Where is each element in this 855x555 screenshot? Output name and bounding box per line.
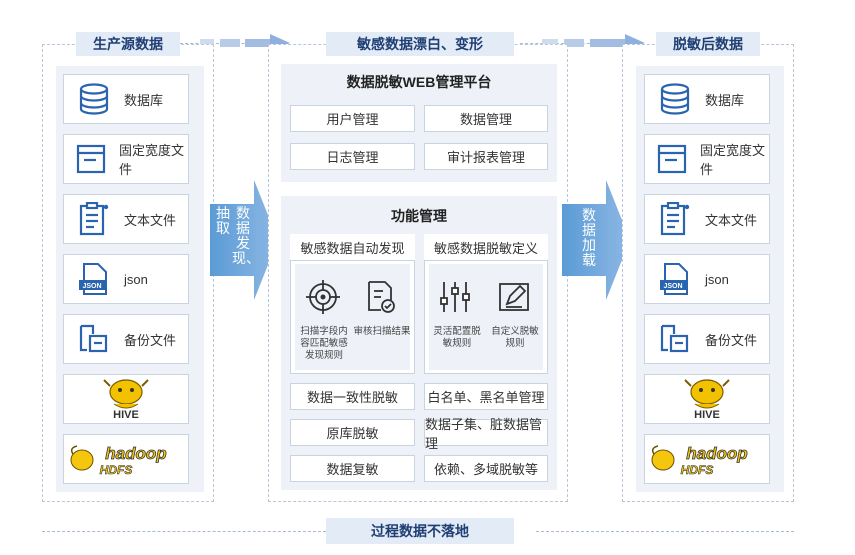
target-item-json: JSON json xyxy=(644,254,770,304)
target-header-text: 脱敏后数据 xyxy=(673,36,743,52)
database-icon xyxy=(72,79,116,119)
arrow-char: 取 xyxy=(216,220,230,236)
load-arrow-icon xyxy=(562,180,630,300)
json-badge-text: JSON xyxy=(82,283,101,290)
source-item-backup: 备份文件 xyxy=(63,314,189,364)
arrow-char: 加 xyxy=(582,237,596,253)
fixed-width-file-icon xyxy=(653,139,692,179)
arrow-char: 抽 xyxy=(216,205,230,221)
load-arrow-text: 数 据 加 载 xyxy=(580,208,598,268)
custom-edit-icon xyxy=(499,283,529,311)
target-item-label: 固定宽度文件 xyxy=(699,143,765,177)
source-item-label: 文本文件 xyxy=(124,212,177,228)
target-item-label: 数据库 xyxy=(705,92,745,108)
fixed-width-file-icon xyxy=(72,139,111,179)
middle-header: 敏感数据漂白、变形 xyxy=(326,32,514,56)
target-header: 脱敏后数据 xyxy=(656,32,760,56)
arrow-char: 据 xyxy=(236,220,250,236)
in-place-masking-button[interactable]: 原库脱敏 xyxy=(290,419,415,446)
source-item-label: 备份文件 xyxy=(124,332,177,348)
target-item-label: json xyxy=(705,271,729,287)
hdfs-logo-text: HDFS xyxy=(681,463,714,477)
arrow-char: 现、 xyxy=(232,250,260,266)
bottom-dash-left xyxy=(42,531,326,532)
hive-logo-text: HIVE xyxy=(113,409,139,421)
target-item-database: 数据库 xyxy=(644,74,770,124)
multi-domain-button[interactable]: 依赖、多域脱敏等 xyxy=(424,455,548,482)
arrow-char: 据 xyxy=(582,222,596,238)
hadoop-logo-icon: hadoop HDFS xyxy=(651,444,748,477)
arrow-char: 数 xyxy=(582,207,596,223)
json-file-icon: JSON xyxy=(72,259,116,299)
function-mgmt-title: 功能管理 xyxy=(391,208,447,224)
extract-arrow-col2: 抽 取 xyxy=(215,206,231,236)
arrow-char: 发 xyxy=(236,235,250,251)
target-item-label: 文本文件 xyxy=(705,212,758,228)
hive-logo-text: HIVE xyxy=(694,409,720,421)
feature-label: 审核扫描结果 xyxy=(353,326,411,337)
target-item-hadoop: hadoop HDFS xyxy=(644,434,770,484)
review-scan-icon xyxy=(368,281,395,313)
arrow-char: 数 xyxy=(236,205,250,221)
feature-label: 自定义脱敏规则 xyxy=(491,326,539,349)
source-item-json: JSON json xyxy=(63,254,189,304)
source-header: 生产源数据 xyxy=(76,32,180,56)
consistency-masking-button[interactable]: 数据一致性脱敏 xyxy=(290,383,415,410)
source-item-hadoop: hadoop HDFS xyxy=(63,434,189,484)
database-icon xyxy=(653,79,697,119)
hadoop-logo-text: hadoop xyxy=(105,444,166,463)
bottom-banner-text: 过程数据不落地 xyxy=(371,523,469,539)
target-item-hive: HIVE xyxy=(644,374,770,424)
data-remasking-button[interactable]: 数据复敏 xyxy=(290,455,415,482)
text-file-icon xyxy=(653,199,697,239)
whitelist-blacklist-button[interactable]: 白名单、黑名单管理 xyxy=(424,383,548,410)
feature-label: 扫描字段内容匹配敏感发现规则 xyxy=(300,326,348,361)
data-mgmt-button[interactable]: 数据管理 xyxy=(424,105,548,132)
bottom-banner: 过程数据不落地 xyxy=(326,518,514,544)
top-connector-right xyxy=(520,43,600,44)
json-badge-text: JSON xyxy=(663,283,682,290)
extract-arrow-icon xyxy=(210,180,278,300)
masking-definition-inner xyxy=(429,264,543,370)
source-item-label: json xyxy=(124,271,148,287)
hive-logo-icon: HIVE xyxy=(103,379,149,421)
backup-file-icon xyxy=(653,319,697,359)
source-header-text: 生产源数据 xyxy=(93,36,163,52)
target-item-backup: 备份文件 xyxy=(644,314,770,364)
arrow-char: 载 xyxy=(582,252,596,268)
source-item-label: 数据库 xyxy=(124,92,164,108)
source-item-database: 数据库 xyxy=(63,74,189,124)
slider-config-icon xyxy=(440,282,470,312)
target-item-label: 备份文件 xyxy=(705,332,758,348)
text-file-icon xyxy=(72,199,116,239)
source-item-fixed-width: 固定宽度文件 xyxy=(63,134,189,184)
subset-dirty-data-button[interactable]: 数据子集、脏数据管理 xyxy=(424,417,548,451)
source-item-hive: HIVE xyxy=(63,374,189,424)
auto-discovery-title[interactable]: 敏感数据自动发现 xyxy=(290,234,415,261)
audit-report-button[interactable]: 审计报表管理 xyxy=(424,143,548,170)
target-item-text-file: 文本文件 xyxy=(644,194,770,244)
user-mgmt-button[interactable]: 用户管理 xyxy=(290,105,415,132)
source-item-label: 固定宽度文件 xyxy=(118,143,184,177)
backup-file-icon xyxy=(72,319,116,359)
source-item-text-file: 文本文件 xyxy=(63,194,189,244)
hdfs-logo-text: HDFS xyxy=(100,463,133,477)
hive-logo-icon: HIVE xyxy=(684,379,730,421)
extract-arrow-col1: 数 据 发 现、 xyxy=(232,205,260,266)
auto-discovery-inner xyxy=(295,264,410,370)
hadoop-logo-icon: hadoop HDFS xyxy=(70,444,167,477)
json-file-icon: JSON xyxy=(653,259,697,299)
masking-definition-title[interactable]: 敏感数据脱敏定义 xyxy=(424,234,548,261)
feature-label: 灵活配置脱敏规则 xyxy=(433,326,481,349)
middle-header-text: 敏感数据漂白、变形 xyxy=(357,36,483,52)
bottom-dash-right xyxy=(536,531,794,532)
target-scan-icon xyxy=(306,280,340,314)
hadoop-logo-text: hadoop xyxy=(686,444,747,463)
web-platform-title: 数据脱敏WEB管理平台 xyxy=(346,74,492,90)
log-mgmt-button[interactable]: 日志管理 xyxy=(290,143,415,170)
target-item-fixed-width: 固定宽度文件 xyxy=(644,134,770,184)
